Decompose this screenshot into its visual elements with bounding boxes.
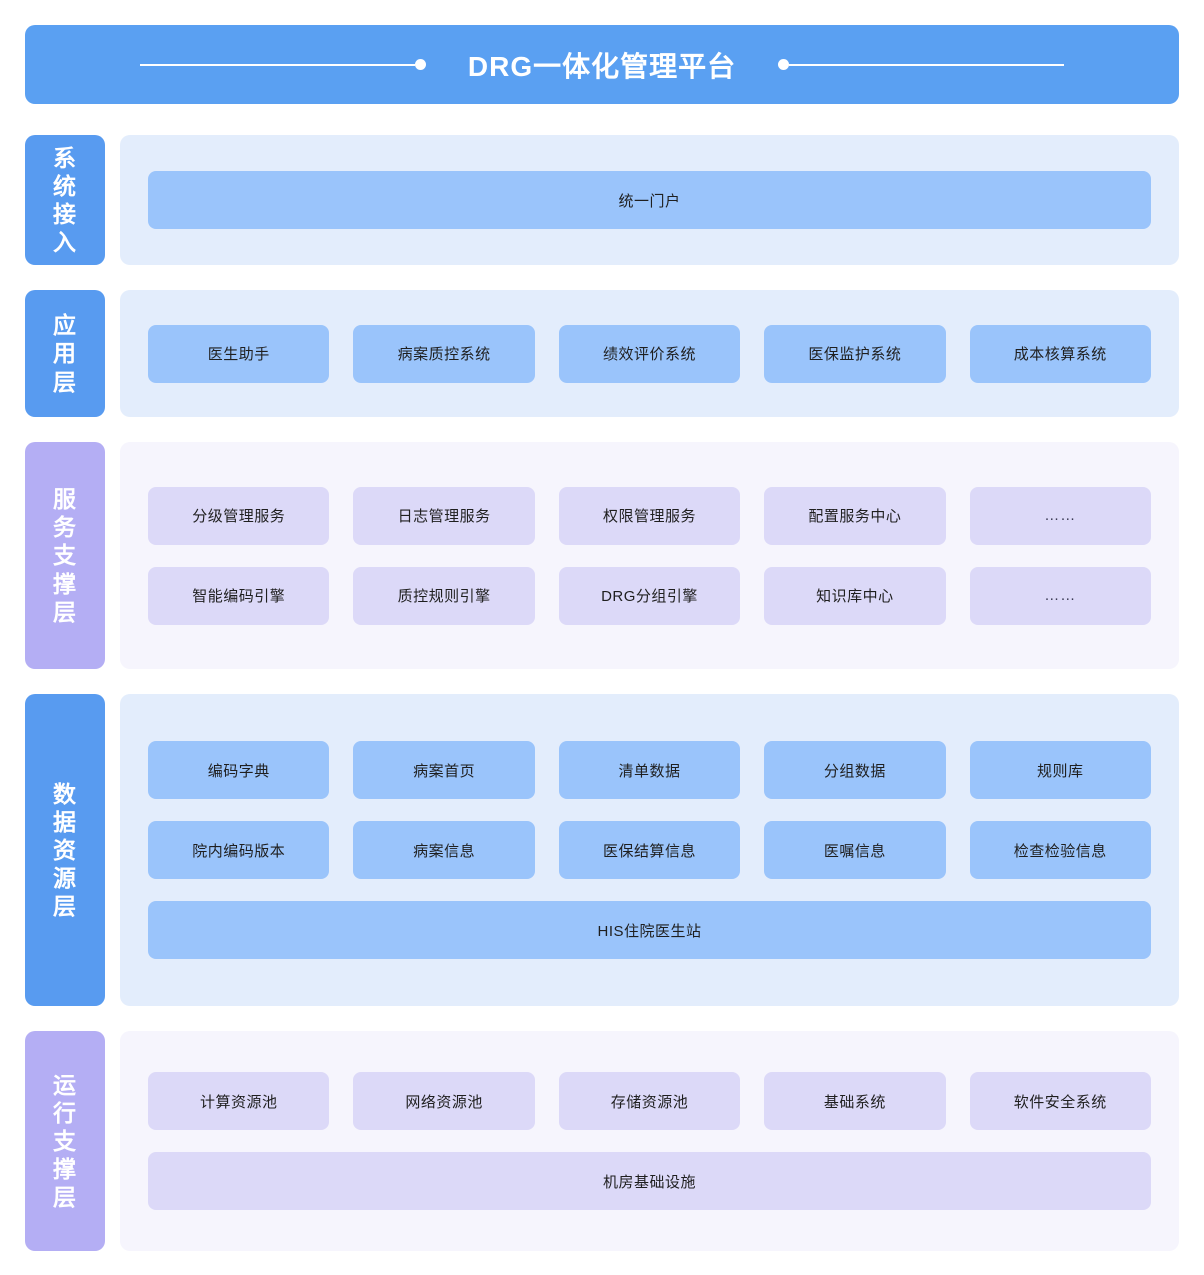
layer-tab-service-support[interactable]: 服务支撑层: [25, 442, 105, 669]
header-dot-left-icon: [414, 59, 426, 70]
card-datacenter-infrastructure[interactable]: 机房基础设施: [148, 1152, 1151, 1210]
layer-tab-data-resource-label: 数据资源层: [53, 780, 77, 920]
header-dot-right-icon: [778, 59, 790, 70]
layer-panel-runtime-support: 计算资源池 网络资源池 存储资源池 基础系统 软件安全系统 机房基础设施: [120, 1031, 1179, 1251]
header-line-left-icon: [139, 63, 415, 66]
header-line-right-icon: [789, 63, 1065, 66]
card-unified-portal[interactable]: 统一门户: [148, 171, 1151, 229]
card-cost-accounting[interactable]: 成本核算系统: [969, 324, 1151, 383]
card-base-system[interactable]: 基础系统: [764, 1072, 946, 1130]
card-examination-info[interactable]: 检查检验信息: [969, 821, 1151, 879]
card-software-security[interactable]: 软件安全系统: [969, 1072, 1151, 1130]
layer-tab-application-label: 应用层: [53, 312, 77, 395]
card-inhospital-code-version[interactable]: 院内编码版本: [148, 821, 330, 879]
card-doctor-assistant[interactable]: 医生助手: [148, 324, 330, 383]
card-log-management[interactable]: 日志管理服务: [353, 486, 535, 545]
card-quality-rule-engine[interactable]: 质控规则引擎: [353, 566, 535, 625]
card-performance-eval[interactable]: 绩效评价系统: [558, 324, 741, 383]
card-storage-resource-pool[interactable]: 存储资源池: [558, 1072, 741, 1130]
card-more-services-1[interactable]: ……: [969, 486, 1151, 545]
card-config-center[interactable]: 配置服务中心: [764, 486, 946, 545]
layer-row-application: 应用层 医生助手 病案质控系统 绩效评价系统 医保监护系统 成本核算系统: [25, 290, 1179, 417]
card-grouping-data[interactable]: 分组数据: [764, 741, 946, 799]
layer-panel-service-support: 分级管理服务 日志管理服务 权限管理服务 配置服务中心 …… 智能编码引擎 质控…: [120, 442, 1179, 669]
card-drg-grouping-engine[interactable]: DRG分组引擎: [558, 566, 741, 625]
layer-tab-runtime-support[interactable]: 运行支撑层: [25, 1031, 105, 1251]
card-grid-service-row1: 分级管理服务 日志管理服务 权限管理服务 配置服务中心 ……: [148, 486, 1151, 545]
layer-row-data-resource: 数据资源层 编码字典 病案首页 清单数据 分组数据 规则库 院内编码版本 病案信…: [25, 694, 1179, 1006]
card-record-information[interactable]: 病案信息: [353, 821, 535, 879]
layer-panel-access: 统一门户: [120, 135, 1179, 265]
layer-tab-access[interactable]: 系统接入: [25, 135, 105, 265]
card-network-resource-pool[interactable]: 网络资源池: [353, 1072, 535, 1130]
card-rule-library[interactable]: 规则库: [969, 741, 1151, 799]
page-title: DRG一体化管理平台: [467, 50, 737, 82]
layer-row-runtime-support: 运行支撑层 计算资源池 网络资源池 存储资源池 基础系统 软件安全系统 机房基础…: [25, 1031, 1179, 1251]
card-record-homepage[interactable]: 病案首页: [353, 741, 535, 799]
layer-tab-application[interactable]: 应用层: [25, 290, 105, 417]
platform-header: DRG一体化管理平台: [25, 25, 1179, 104]
layer-panel-data-resource: 编码字典 病案首页 清单数据 分组数据 规则库 院内编码版本 病案信息 医保结算…: [120, 694, 1179, 1006]
card-grid-data-row2: 院内编码版本 病案信息 医保结算信息 医嘱信息 检查检验信息: [148, 821, 1151, 879]
card-grid-data-row1: 编码字典 病案首页 清单数据 分组数据 规则库: [148, 741, 1151, 799]
card-tier-management[interactable]: 分级管理服务: [148, 486, 330, 545]
layer-tab-data-resource[interactable]: 数据资源层: [25, 694, 105, 1006]
card-record-quality[interactable]: 病案质控系统: [353, 324, 535, 383]
card-grid-service-row2: 智能编码引擎 质控规则引擎 DRG分组引擎 知识库中心 ……: [148, 566, 1151, 625]
card-grid-runtime-row1: 计算资源池 网络资源池 存储资源池 基础系统 软件安全系统: [148, 1072, 1151, 1130]
card-insurance-monitor[interactable]: 医保监护系统: [764, 324, 946, 383]
card-insurance-settlement[interactable]: 医保结算信息: [558, 821, 741, 879]
header-decoration-left: [139, 59, 426, 70]
card-knowledge-base-center[interactable]: 知识库中心: [764, 566, 946, 625]
header-decoration-right: [778, 59, 1065, 70]
card-more-services-2[interactable]: ……: [969, 566, 1151, 625]
card-his-inpatient-station[interactable]: HIS住院医生站: [148, 901, 1151, 959]
card-permission-management[interactable]: 权限管理服务: [558, 486, 741, 545]
layer-row-service-support: 服务支撑层 分级管理服务 日志管理服务 权限管理服务 配置服务中心 …… 智能编…: [25, 442, 1179, 669]
card-grid-application: 医生助手 病案质控系统 绩效评价系统 医保监护系统 成本核算系统: [148, 324, 1151, 383]
card-smart-coding-engine[interactable]: 智能编码引擎: [148, 566, 330, 625]
layer-row-access: 系统接入 统一门户: [25, 135, 1179, 265]
card-code-dictionary[interactable]: 编码字典: [148, 741, 330, 799]
layer-panel-application: 医生助手 病案质控系统 绩效评价系统 医保监护系统 成本核算系统: [120, 290, 1179, 417]
card-compute-resource-pool[interactable]: 计算资源池: [148, 1072, 330, 1130]
layer-tab-runtime-support-label: 运行支撑层: [53, 1071, 77, 1211]
card-medical-order-info[interactable]: 医嘱信息: [764, 821, 946, 879]
layer-tab-service-support-label: 服务支撑层: [53, 486, 77, 625]
layer-tab-access-label: 系统接入: [53, 144, 77, 256]
card-itemized-data[interactable]: 清单数据: [558, 741, 741, 799]
